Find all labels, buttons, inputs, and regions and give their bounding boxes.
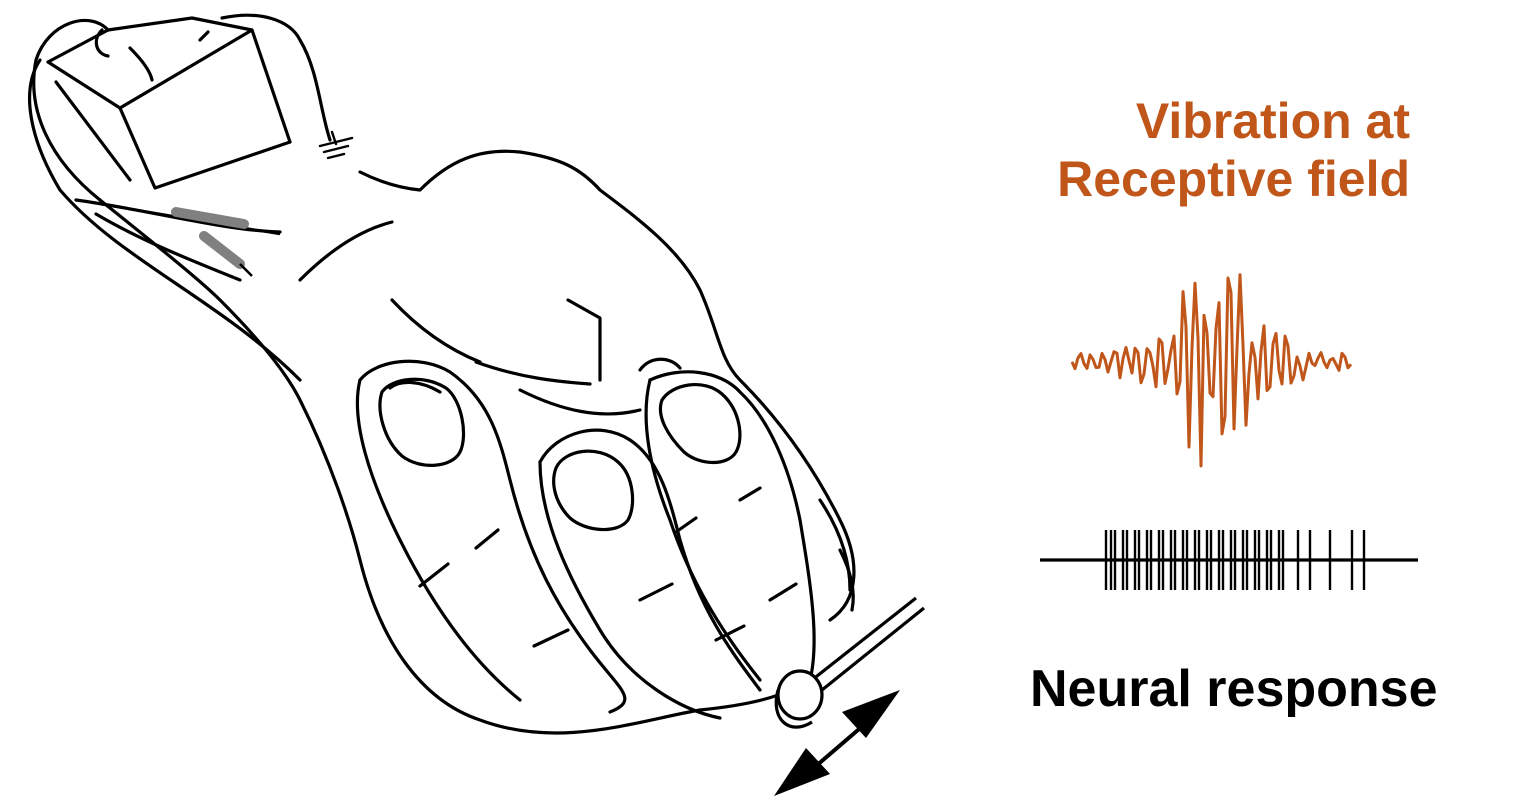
finger-middle [540,430,760,718]
wrist-box [34,15,330,200]
stimulus-label: Vibration at Receptive field [940,92,1410,208]
finger-index [357,361,624,712]
hand-outline [100,200,790,733]
spike-train [1040,530,1418,590]
stimulus-label-line2: Receptive field [940,150,1410,208]
vibration-waveform [1072,275,1351,466]
electrode-wires [100,204,280,276]
ground-symbol [320,132,352,158]
finger-ring [640,359,853,680]
response-label: Neural response [1030,660,1438,718]
vibration-probe [776,598,924,727]
stimulus-label-line1: Vibration at [940,92,1410,150]
